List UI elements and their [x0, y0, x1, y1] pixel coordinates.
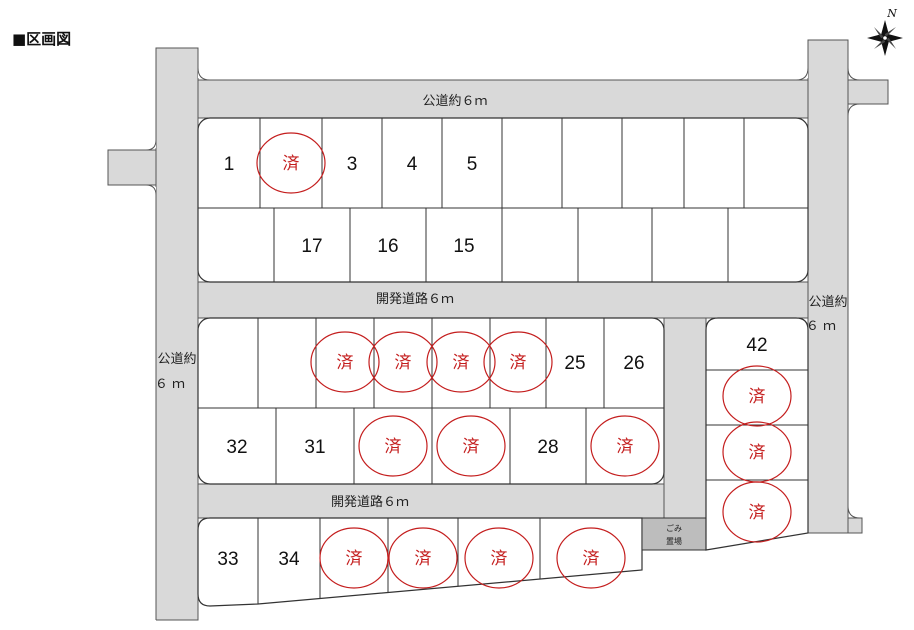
block-1-outline [197, 117, 809, 283]
road-label-left-line2: ６ ｍ [155, 377, 185, 392]
road-left-branch [107, 149, 157, 186]
sold-circle [310, 331, 380, 393]
sold-circle [358, 415, 428, 477]
sold-mark: 済 [749, 443, 766, 463]
lot-number: 5 [467, 154, 478, 175]
sold-mark: 済 [749, 503, 766, 523]
sold-circle [436, 415, 506, 477]
road-lower [197, 483, 707, 519]
block-2-outline [197, 317, 665, 485]
sold-mark: 済 [583, 549, 600, 569]
sold-mark: 済 [463, 437, 480, 457]
block-3-outline [197, 517, 643, 607]
sold-mark: 済 [510, 353, 527, 373]
road-top [197, 79, 809, 119]
lot-number: 32 [226, 437, 247, 458]
sold-circle [556, 527, 626, 589]
lot-number: 42 [746, 335, 767, 356]
sold-circle [722, 481, 792, 543]
north-label: N [886, 7, 897, 20]
road-label-right-line1: 公道約 [808, 295, 847, 310]
road-right-branch [847, 79, 889, 105]
sold-mark: 済 [453, 353, 470, 373]
sold-circle [319, 527, 389, 589]
sold-mark: 済 [283, 154, 300, 174]
lot-number: 26 [623, 353, 644, 374]
lot-number: 16 [377, 236, 398, 257]
lot-number: 31 [304, 437, 325, 458]
sold-circle [464, 527, 534, 589]
sold-circle [388, 527, 458, 589]
garbage-label-line2: 置場 [666, 536, 682, 546]
lot-number: 34 [278, 549, 300, 570]
lot-number: 15 [453, 236, 474, 257]
sold-circle [590, 415, 660, 477]
road-right-vertical [807, 39, 849, 534]
sold-mark: 済 [337, 353, 354, 373]
sold-circle [426, 331, 496, 393]
garbage-station: ごみ 置場 [641, 517, 707, 551]
sold-mark: 済 [491, 549, 508, 569]
sold-mark: 済 [749, 387, 766, 407]
sold-mark: 済 [385, 437, 402, 457]
sold-mark: 済 [346, 549, 363, 569]
lot-number: 25 [564, 353, 585, 374]
lot-number: 33 [217, 549, 238, 570]
sold-mark: 済 [617, 437, 634, 457]
block-3: 33 34 済 済 済 済 [197, 517, 643, 607]
sold-mark: 済 [415, 549, 432, 569]
sold-circle [483, 331, 553, 393]
sold-circle [722, 365, 792, 427]
block-1: 1 済 3 4 5 17 16 15 [197, 117, 809, 283]
sold-circle [256, 132, 326, 194]
road-middle [197, 281, 809, 319]
road-label-top: 公道約６ｍ [422, 94, 487, 109]
lot-number: 17 [301, 236, 322, 257]
road-bottom-right [847, 517, 863, 534]
road-label-left-line1: 公道約 [157, 352, 196, 367]
road-label-right-line2: ６ ｍ [806, 319, 836, 334]
map-title: ■区画図 [12, 30, 72, 48]
lot-number: 4 [407, 154, 418, 175]
sold-mark: 済 [395, 353, 412, 373]
sold-circle [368, 331, 438, 393]
road-vertical-strip [663, 317, 707, 519]
road-left-vertical [155, 47, 199, 621]
road-label-lower: 開発道路６ｍ [331, 494, 409, 510]
lot-number: 3 [347, 154, 358, 175]
lot-number: 1 [224, 154, 235, 175]
garbage-label-line1: ごみ [666, 523, 682, 533]
road-label-middle: 開発道路６ｍ [376, 291, 454, 307]
lot-number: 28 [537, 437, 558, 458]
north-arrow-icon [867, 20, 903, 56]
